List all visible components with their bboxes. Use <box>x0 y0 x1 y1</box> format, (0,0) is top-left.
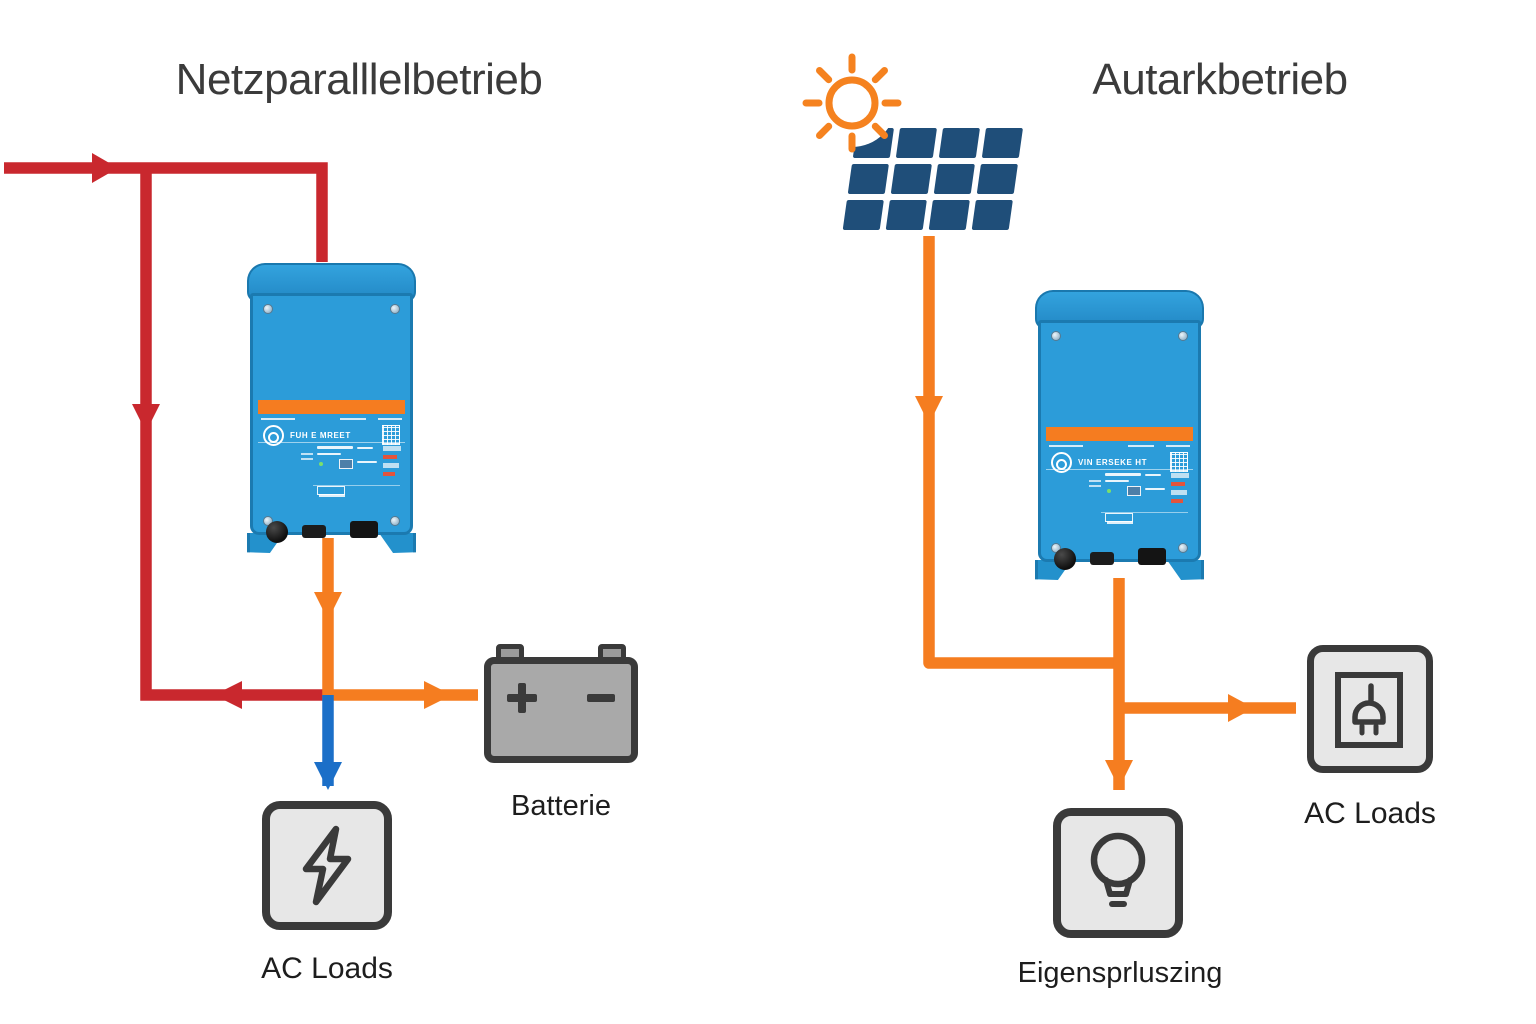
side-label <box>301 453 313 463</box>
ac-loads-box-left <box>262 801 392 930</box>
ac-loads-box-right <box>1307 645 1433 773</box>
socket-frame <box>1335 672 1403 748</box>
solar-cell <box>928 200 970 230</box>
sun-icon <box>825 76 879 130</box>
label-tick <box>1128 445 1154 447</box>
vent-grid-icon <box>1170 452 1188 472</box>
solar-cell <box>976 164 1018 194</box>
self-consumption-box <box>1053 808 1183 938</box>
grid-line <box>4 162 328 262</box>
spec-label-panel <box>1105 473 1189 509</box>
connector-icon <box>1138 548 1166 565</box>
brand-text: VIN ERSEKE HT <box>1078 457 1148 467</box>
panel-divider <box>1046 469 1193 470</box>
label-tick <box>340 418 366 420</box>
consumption-arrow-down-icon <box>1105 760 1133 788</box>
battery-label: Batterie <box>511 790 611 822</box>
dc-line-left <box>322 538 478 701</box>
grid-arrow-right-icon <box>92 153 118 183</box>
left-diagram-title: Netzparalllelbetrieb <box>175 55 543 104</box>
inverter-right: VIN ERSEKE HT <box>1035 290 1204 580</box>
dc-arrow-down-icon <box>314 592 342 620</box>
label-tick <box>1049 445 1083 447</box>
connector-icon <box>302 525 326 538</box>
panel-divider <box>258 442 405 443</box>
inverter-left: FUH E MREET <box>247 263 416 553</box>
ac-loads-arrow-right-icon <box>1228 694 1254 722</box>
connector-icon <box>350 521 378 538</box>
screw-icon <box>1051 331 1061 341</box>
label-tick <box>1166 445 1190 447</box>
label-tick <box>261 418 295 420</box>
solar-cell <box>895 128 937 158</box>
bottom-label <box>1106 521 1133 524</box>
screw-icon <box>390 516 400 526</box>
connector-icon <box>1090 552 1114 565</box>
ac-loads-label-right: AC Loads <box>1304 797 1436 830</box>
battery-plus-icon <box>507 683 537 713</box>
screw-icon <box>1178 331 1188 341</box>
side-label <box>1089 480 1101 490</box>
label-tick <box>378 418 402 420</box>
solar-cell <box>852 128 894 158</box>
bottom-label <box>318 494 345 497</box>
inverter-body: FUH E MREET <box>250 293 413 535</box>
ac-loads-label-left: AC Loads <box>261 952 393 985</box>
solar-cell <box>971 200 1013 230</box>
solar-panel-icon <box>842 128 1023 230</box>
grid-arrow-left-icon <box>214 681 242 709</box>
vent-grid-icon <box>382 425 400 445</box>
screw-icon <box>263 304 273 314</box>
solar-cell <box>890 164 932 194</box>
power-plug-icon <box>1352 683 1386 736</box>
inverter-stripe <box>1046 427 1193 441</box>
inverter-body: VIN ERSEKE HT <box>1038 320 1201 562</box>
solar-cell <box>933 164 975 194</box>
battery-icon <box>484 644 638 763</box>
lightning-bolt-icon <box>302 825 352 906</box>
right-diagram-title: Autarkbetrieb <box>1092 55 1348 104</box>
solar-cell <box>981 128 1023 158</box>
battery-body <box>484 657 638 763</box>
ac-arrow-down-icon <box>314 762 342 790</box>
battery-minus-icon <box>587 694 615 702</box>
inverter-foot <box>1167 560 1204 580</box>
panel-divider <box>1101 512 1188 513</box>
cable-gland-icon <box>1054 548 1076 570</box>
solar-cell <box>938 128 980 158</box>
spec-label-panel <box>317 446 401 482</box>
screw-icon <box>1178 543 1188 553</box>
pv-arrow-down-icon <box>915 396 943 424</box>
brand-text: FUH E MREET <box>290 430 351 440</box>
dc-arrow-right-icon <box>424 681 452 709</box>
screw-icon <box>390 304 400 314</box>
solar-cell <box>885 200 927 230</box>
panel-divider <box>313 485 400 486</box>
self-consumption-label: Eigensprluszing <box>1017 957 1223 989</box>
grid-arrow-down-icon <box>132 404 160 432</box>
solar-cell <box>842 200 884 230</box>
cable-gland-icon <box>266 521 288 543</box>
light-bulb-icon <box>1090 832 1146 907</box>
solar-cell <box>847 164 889 194</box>
inverter-stripe <box>258 400 405 414</box>
inverter-foot <box>379 533 416 553</box>
